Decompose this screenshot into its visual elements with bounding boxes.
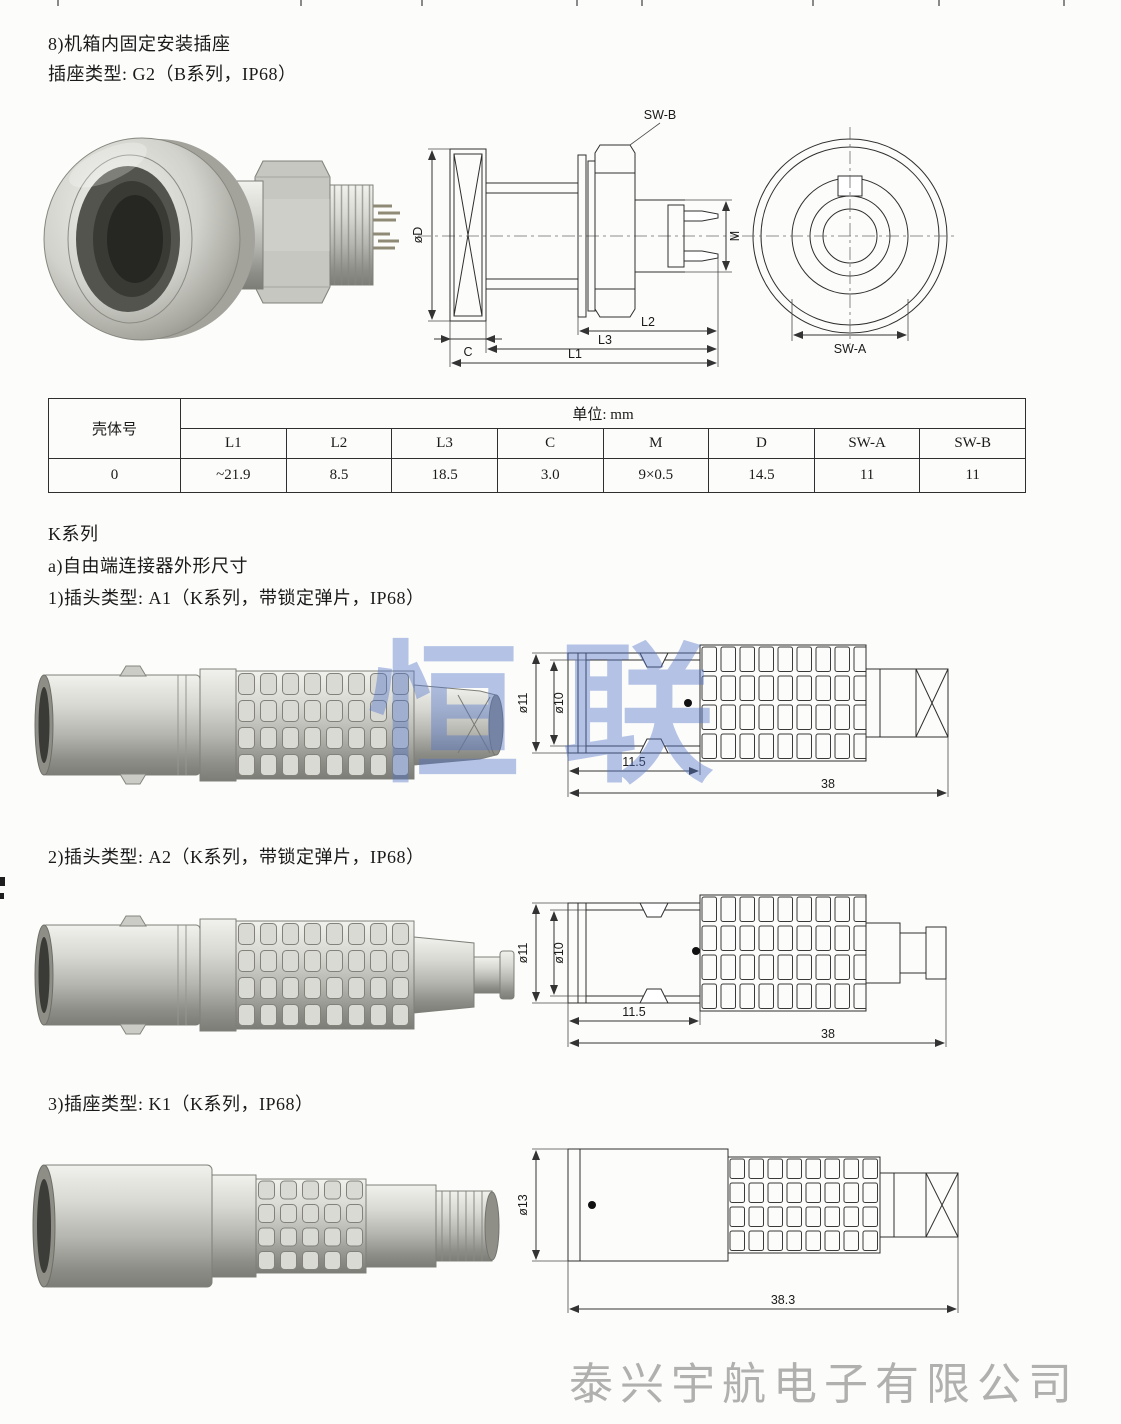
- table-column-row: L1 L2 L3 C M D SW-A SW-B: [49, 428, 1026, 459]
- dim-label-swa: SW-A: [834, 342, 867, 356]
- dimension-table: 壳体号 单位: mm L1 L2 L3 C M D SW-A SW-B 0 ~2…: [48, 398, 1026, 493]
- table-unit-header: 单位: mm: [180, 398, 1026, 429]
- table-cell: 11: [919, 458, 1026, 493]
- dim-label-c: C: [463, 345, 472, 359]
- dim-label-swb: SW-B: [644, 108, 676, 122]
- k1-dimension-drawing: ø13 38.3: [516, 1148, 959, 1313]
- k-series-subtitle: a)自由端连接器外形尺寸: [48, 556, 248, 576]
- table-col-header: C: [496, 428, 604, 459]
- a2-dimension-drawing: ø11 ø10 11.5 38: [516, 894, 947, 1047]
- watermark-company: 泰兴宇航电子有限公司: [569, 1360, 1079, 1409]
- section8-title: 8)机箱内固定安装插座: [48, 34, 231, 54]
- table-cell: 11: [813, 458, 921, 493]
- dim-label-38: 38: [821, 1027, 835, 1041]
- g2-photo-render: [43, 137, 400, 341]
- scan-artifact: [0, 893, 4, 899]
- figure-a2-views: ø11 ø10 11.5 38: [34, 894, 947, 1047]
- reference-dot: [684, 699, 692, 707]
- item2-title: 2)插头类型: A2（K系列，带锁定弹片，IP68）: [48, 847, 425, 867]
- table-col-header: SW-B: [919, 428, 1026, 459]
- a1-photo-render: [34, 665, 504, 785]
- table-shell-header: 壳体号: [48, 398, 181, 459]
- table-cell: 18.5: [391, 458, 498, 493]
- scan-artifact: [0, 877, 5, 886]
- g2-contact-pins: [373, 204, 400, 250]
- table-col-header: L1: [180, 428, 287, 459]
- figure-a1-views: ø11 ø10 11.5 38: [34, 644, 949, 797]
- dim-label-l3: L3: [598, 333, 612, 347]
- dim-label-l2: L2: [641, 315, 655, 329]
- dim-label-38-3: 38.3: [771, 1293, 795, 1307]
- item3-title: 3)插座类型: K1（K系列，IP68）: [48, 1094, 314, 1114]
- table-col-header: L3: [391, 428, 498, 459]
- reference-dot: [692, 947, 700, 955]
- dim-label-38: 38: [821, 777, 835, 791]
- a1-dimension-drawing: ø11 ø10 11.5 38: [516, 644, 949, 797]
- k1-photo-render: [32, 1164, 500, 1288]
- k-series-title: K系列: [48, 524, 99, 544]
- figure-k1-views: ø13 38.3: [32, 1148, 959, 1313]
- table-cell: 3.0: [496, 458, 604, 493]
- table-col-header: D: [708, 428, 815, 459]
- g2-front-view: SW-A: [742, 127, 958, 356]
- table-cell: ~21.9: [180, 458, 287, 493]
- table-cell: 14.5: [708, 458, 815, 493]
- table-col-header: SW-A: [813, 428, 921, 459]
- dim-label-11-5: 11.5: [622, 755, 645, 769]
- dim-label-l1: L1: [568, 347, 582, 361]
- table-cell: 9×0.5: [602, 458, 710, 493]
- table-col-header: M: [602, 428, 710, 459]
- dim-label-dia11: ø11: [516, 693, 530, 714]
- table-row: 0 ~21.9 8.5 18.5 3.0 9×0.5 14.5 11 11: [48, 458, 1026, 493]
- figure-g2-views: øD SW-B M C L2 L3 L1: [43, 108, 958, 367]
- dim-label-m: M: [728, 231, 742, 241]
- dim-label-dia-d: øD: [411, 227, 425, 244]
- dim-label-dia10: ø10: [552, 942, 566, 964]
- a2-photo-render: [34, 915, 515, 1035]
- table-col-header: L2: [285, 428, 393, 459]
- dim-label-dia11: ø11: [516, 943, 530, 964]
- section8-subtitle: 插座类型: G2（B系列，IP68）: [48, 64, 297, 84]
- dim-label-dia10: ø10: [552, 692, 566, 714]
- item1-title: 1)插头类型: A1（K系列，带锁定弹片，IP68）: [48, 588, 425, 608]
- table-cell: 0: [48, 458, 181, 493]
- g2-section-view: øD SW-B M C L2 L3 L1: [411, 108, 742, 367]
- reference-dot: [588, 1201, 596, 1209]
- table-cell: 8.5: [285, 458, 393, 493]
- dim-label-dia13: ø13: [516, 1194, 530, 1216]
- dim-label-11-5: 11.5: [622, 1005, 645, 1019]
